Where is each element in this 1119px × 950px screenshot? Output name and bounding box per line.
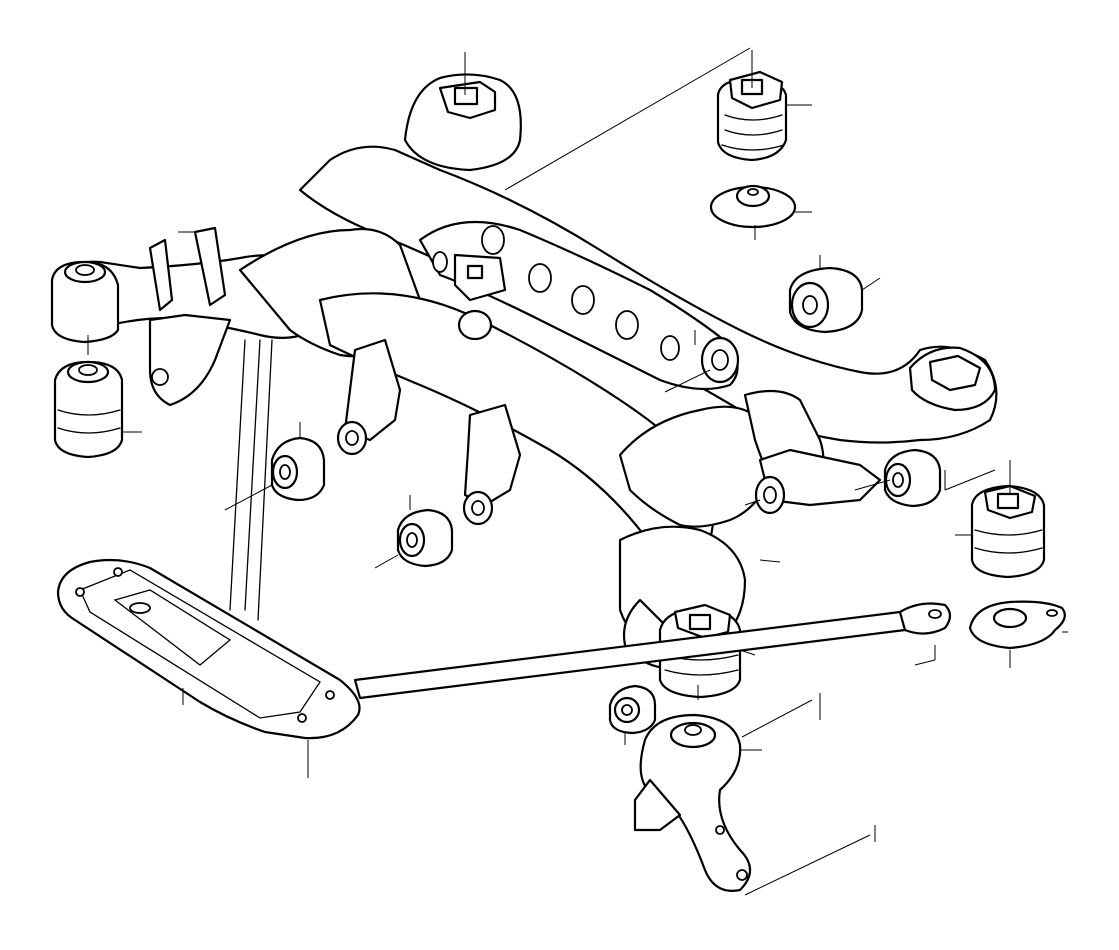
- tension-strut: [353, 602, 952, 700]
- bushing-right-lower: [336, 309, 942, 526]
- rubber-mount-right-rear-top: [716, 70, 788, 162]
- subframe: [50, 73, 998, 670]
- stop-plate-top: [709, 184, 797, 229]
- bushing-bottom: [608, 684, 657, 735]
- wheel-carrier-arm: [633, 713, 752, 892]
- stop-plate-right: [968, 600, 1066, 650]
- subframe-post: [229, 339, 273, 621]
- bushing-left: [270, 436, 326, 502]
- reinforcement-plate: [56, 558, 361, 740]
- leader-lines: [87, 47, 1068, 896]
- rubber-mount-right-mid: [970, 484, 1046, 579]
- bushing-center: [396, 508, 454, 568]
- rubber-mount-left-rear: [53, 360, 124, 459]
- bushing-right-top: [788, 266, 864, 334]
